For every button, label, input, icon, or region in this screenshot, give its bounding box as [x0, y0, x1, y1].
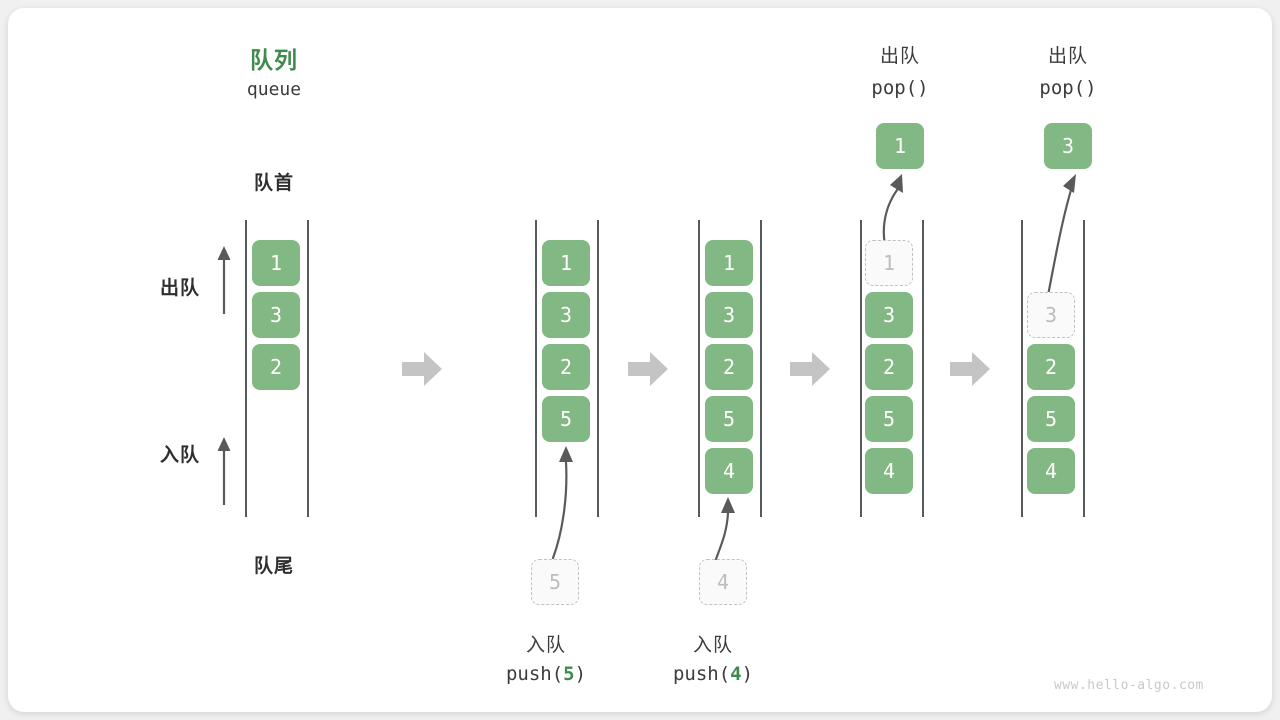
queue-cell: 5: [542, 396, 590, 442]
queue-front-label: 队首: [253, 173, 294, 194]
queue-cell: 3: [705, 292, 753, 338]
page-subtitle: queue: [246, 79, 302, 100]
queue-rail-right: [760, 220, 762, 517]
queue-rail-left: [535, 220, 537, 517]
queue-rail-left: [860, 220, 862, 517]
push5-operation-label: 入队: [525, 635, 566, 656]
pop1-operation-label: 出队: [879, 46, 920, 67]
queue-rail-right: [307, 220, 309, 517]
queue-cell: 3: [252, 292, 300, 338]
queue-rail-right: [1083, 220, 1085, 517]
queue-cell-ghost: 3: [1027, 292, 1075, 338]
queue-cell: 2: [1027, 344, 1075, 390]
popped-element: 1: [876, 123, 924, 169]
queue-cell: 2: [705, 344, 753, 390]
incoming-element-ghost: 5: [531, 559, 579, 605]
pop3-operation-label: 出队: [1047, 46, 1088, 67]
queue-rear-label: 队尾: [253, 556, 294, 577]
dequeue-direction-label: 出队: [159, 278, 200, 299]
popped-element: 3: [1044, 123, 1092, 169]
page-title: 队列: [250, 47, 298, 73]
queue-cell: 5: [705, 396, 753, 442]
queue-rail-right: [597, 220, 599, 517]
queue-cell: 2: [252, 344, 300, 390]
queue-cell: 3: [865, 292, 913, 338]
queue-cell: 3: [542, 292, 590, 338]
queue-cell-ghost: 1: [865, 240, 913, 286]
step-arrow-icon: [628, 352, 668, 386]
queue-cell: 5: [1027, 396, 1075, 442]
push-arrow-icon: [551, 446, 573, 560]
watermark: www.hello-algo.com: [1054, 678, 1204, 693]
queue-cell: 2: [542, 344, 590, 390]
queue-cell: 1: [705, 240, 753, 286]
step-arrow-icon: [402, 352, 442, 386]
push4-operation-label: 入队: [692, 635, 733, 656]
queue-rail-left: [698, 220, 700, 517]
push5-operation-code: push(5): [505, 663, 587, 685]
enqueue-direction-label: 入队: [159, 445, 200, 466]
queue-cell: 4: [865, 448, 913, 494]
queue-rail-right: [922, 220, 924, 517]
step-arrow-icon: [950, 352, 990, 386]
queue-cell: 4: [705, 448, 753, 494]
queue-cell: 2: [865, 344, 913, 390]
queue-rail-left: [1021, 220, 1023, 517]
push-arrow-icon: [714, 497, 735, 561]
diagram-card: 队列 queue 队首 队尾 出队 入队 1 3 2 1 3 2 5 5 入队: [8, 8, 1272, 712]
queue-rail-left: [245, 220, 247, 517]
pop1-operation-code: pop(): [871, 77, 929, 99]
incoming-element-ghost: 4: [699, 559, 747, 605]
step-arrow-icon: [790, 352, 830, 386]
pop3-operation-code: pop(): [1039, 77, 1097, 99]
enqueue-direction-arrow-icon: [217, 437, 231, 505]
pop-arrow-icon: [1044, 174, 1076, 308]
push4-operation-code: push(4): [672, 663, 754, 685]
queue-cell: 1: [542, 240, 590, 286]
queue-cell: 1: [252, 240, 300, 286]
queue-cell: 4: [1027, 448, 1075, 494]
queue-cell: 5: [865, 396, 913, 442]
dequeue-direction-arrow-icon: [217, 246, 231, 314]
